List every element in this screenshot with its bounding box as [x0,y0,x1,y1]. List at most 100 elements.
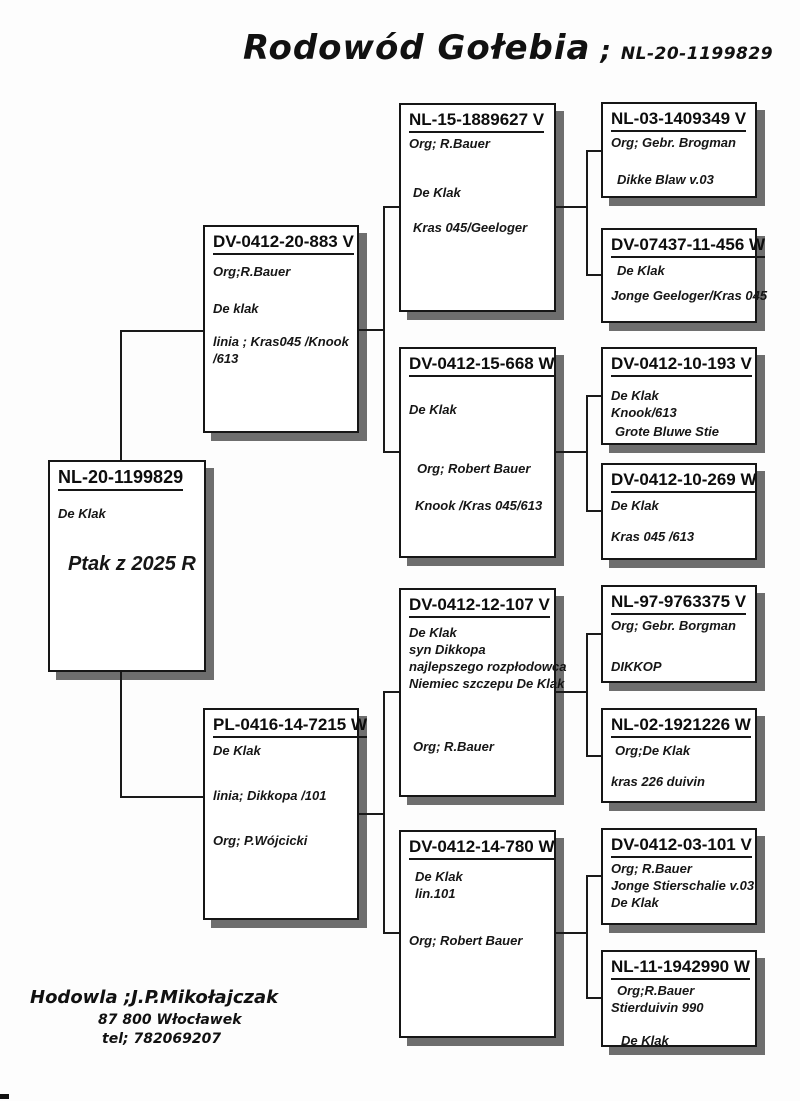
box-line: Dikke Blaw v.03 [617,172,714,187]
connector-line [383,206,399,208]
ring-number: NL-11-1942990 W [611,957,750,980]
title-separator: ; [600,36,611,66]
ring-number: NL-15-1889627 V [409,110,545,133]
ring-number: DV-0412-03-101 V [611,835,752,858]
breeder-name: Hodowla ;J.P.Mikołajczak [30,987,279,1008]
box-line: Grote Bluwe Stie [615,424,720,439]
connector-line [586,875,601,877]
pedigree-box-granddam-2: DV-0412-14-780 W De Klak lin.101 Org; Ro… [399,830,556,1038]
connector-line [556,451,588,453]
pedigree-box-ggparent-2: DV-07437-11-456 W De Klak Jonge Geeloger… [601,228,768,323]
breeder-info: Hodowla ;J.P.Mikołajczak 87 800 Włocławe… [30,987,278,1047]
box-line: Org; R.Bauer [409,136,490,151]
box-line: Org; Gebr. Brogman [611,135,736,150]
connector-line [383,206,385,453]
pedigree-box-ggparent-1: NL-03-1409349 V Org; Gebr. Brogman Dikke… [601,102,757,198]
box-line: De Klak [611,498,659,513]
pedigree-box-ggparent-3: DV-0412-10-193 V De Klak Knook/613 Grote… [601,347,757,445]
ring-number: DV-0412-10-193 V [611,354,752,377]
pedigree-box-ggparent-4: DV-0412-10-269 W De Klak Kras 045 /613 [601,463,757,560]
connector-line [586,510,601,512]
box-line: Org; Gebr. Borgman [611,618,736,633]
box-line: De Klak [415,869,463,884]
connector-line [359,813,384,815]
connector-line [383,691,399,693]
box-line: Org; R.Bauer [413,739,494,754]
box-line: De Klak [409,625,457,640]
box-line: Kras 045 /613 [611,529,695,544]
box-line: Org; P.Wójcicki [213,833,308,848]
box-line: najlepszego rozpłodowca [409,659,567,674]
box-line: Org; Robert Bauer [409,933,523,948]
title-ring-number: NL-20-1199829 [620,44,774,64]
connector-line [556,932,588,934]
pedigree-box-ggparent-6: NL-02-1921226 W Org;De Klak kras 226 dui… [601,708,757,803]
scan-artifact [0,1094,9,1099]
box-line: kras 226 duivin [611,774,705,789]
connector-line [120,796,203,798]
ring-number: DV-07437-11-456 W [611,235,766,258]
connector-line [586,150,588,276]
pedigree-box-subject: NL-20-1199829 De Klak Ptak z 2025 R [48,460,206,672]
ring-number: PL-0416-14-7215 W [213,715,368,738]
pedigree-box-granddam-1: DV-0412-15-668 W De Klak Org; Robert Bau… [399,347,556,558]
box-line: Org;R.Bauer [213,264,291,279]
box-line: De Klak [409,402,457,417]
box-line: De Klak [58,506,106,521]
ring-number: DV-0412-12-107 V [409,595,550,618]
box-line: Stierduivin 990 [611,1000,704,1015]
ring-number: NL-20-1199829 [58,467,184,491]
pedigree-box-dam: PL-0416-14-7215 W De Klak linia; Dikkopa… [203,708,368,920]
connector-line [383,451,399,453]
box-line: Jonge Geeloger/Kras 045 [611,288,768,303]
box-line: Org;R.Bauer [617,983,695,998]
connector-line [556,206,588,208]
box-line: De Klak [611,895,659,910]
box-line: De Klak [617,263,665,278]
ring-number: DV-0412-10-269 W [611,470,757,493]
box-line: De Klak [213,743,261,758]
breeder-address: 87 800 Włocławek [98,1012,242,1028]
box-line: linia ; Kras045 /Knook [213,334,349,349]
connector-line [586,633,588,757]
pedigree-box-ggparent-5: NL-97-9763375 V Org; Gebr. Borgman DIKKO… [601,585,757,683]
connector-line [586,395,601,397]
box-line: DIKKOP [611,659,662,674]
connector-line [359,329,384,331]
box-line: De Klak [413,185,461,200]
box-line: Org;De Klak [615,743,691,758]
box-line: Org; Robert Bauer [417,461,531,476]
box-line: Knook/613 [611,405,677,420]
box-line: syn Dikkopa [409,642,486,657]
connector-line [556,691,588,693]
box-line: Knook /Kras 045/613 [415,498,543,513]
ring-number: NL-03-1409349 V [611,109,747,132]
box-line: linia; Dikkopa /101 [213,788,327,803]
box-line: De klak [213,301,259,316]
pedigree-box-sire: DV-0412-20-883 V Org;R.Bauer De klak lin… [203,225,359,433]
pedigree-box-grandsire-2: DV-0412-12-107 V De Klak syn Dikkopa naj… [399,588,567,797]
box-line: Niemiec szczepu De Klak [409,676,565,691]
box-line: Org; R.Bauer [611,861,692,876]
box-line: Ptak z 2025 R [68,553,196,575]
box-line: Jonge Stierschalie v.03 [611,878,755,893]
pedigree-box-ggparent-8: NL-11-1942990 W Org;R.Bauer Stierduivin … [601,950,757,1048]
box-line: /613 [213,351,239,366]
connector-line [586,875,588,999]
title-text: Rodowód Gołebia [243,28,591,68]
ring-number: DV-0412-15-668 W [409,354,555,377]
connector-line [383,932,399,934]
pedigree-box-grandsire-1: NL-15-1889627 V Org; R.Bauer De Klak Kra… [399,103,556,312]
connector-line [383,691,385,934]
breeder-phone: tel; 782069207 [102,1031,222,1047]
pedigree-box-ggparent-7: DV-0412-03-101 V Org; R.Bauer Jonge Stie… [601,828,757,925]
connector-line [120,330,122,460]
connector-line [120,330,203,332]
connector-line [586,150,601,152]
page-title: Rodowód Gołebia ; NL-20-1199829 [243,28,773,68]
box-line: lin.101 [415,886,456,901]
connector-line [120,672,122,798]
connector-line [586,633,601,635]
connector-line [586,274,601,276]
